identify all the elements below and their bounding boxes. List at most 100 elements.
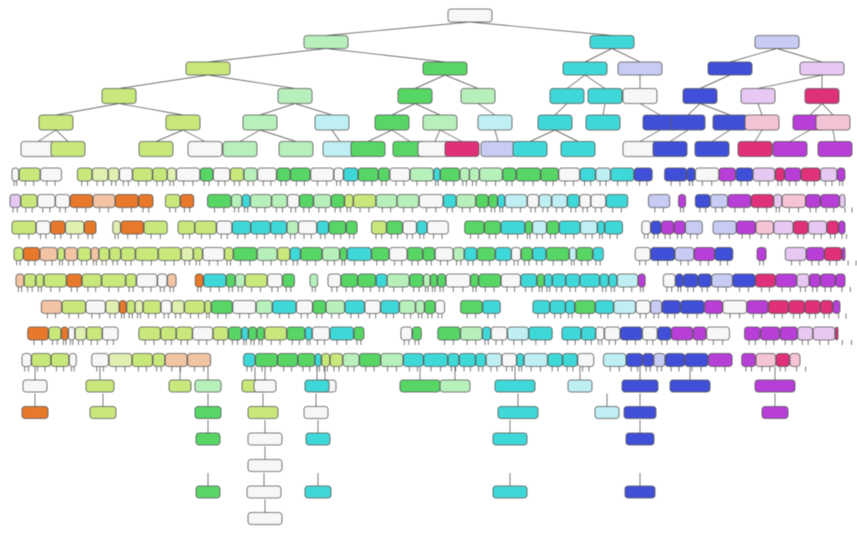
tree-leaf-node xyxy=(741,353,756,367)
tree-leaf-node xyxy=(84,220,97,235)
tree-leaf-node xyxy=(406,247,423,261)
tree-leaf-node xyxy=(388,247,408,261)
tree-leaf-node xyxy=(81,273,102,288)
tree-leaf-node xyxy=(271,194,288,208)
tree-leaf-node xyxy=(482,326,492,341)
tree-leaf-node xyxy=(40,300,62,314)
tree-leaf-node xyxy=(544,273,553,288)
tree-leaf-node xyxy=(511,247,522,261)
tree-leaf-node xyxy=(102,326,119,341)
tree-leaf-node xyxy=(641,220,651,235)
tree-leaf-node xyxy=(623,406,657,419)
tree-leaf-node xyxy=(551,194,568,208)
tree-node xyxy=(187,141,223,157)
tree-leaf-node xyxy=(9,194,21,208)
tree-leaf-node xyxy=(796,273,810,288)
tree-leaf-node xyxy=(744,326,761,341)
tree-leaf-node xyxy=(109,247,121,261)
tree-leaf-node xyxy=(580,220,598,235)
tree-leaf-node xyxy=(577,353,595,367)
tree-leaf-node xyxy=(402,220,417,235)
tree-leaf-node xyxy=(192,326,214,341)
tree-leaf-node xyxy=(303,406,329,419)
tree-leaf-node xyxy=(528,326,553,341)
tree-leaf-node xyxy=(479,167,503,182)
tree-leaf-node xyxy=(536,273,545,288)
tree-leaf-node xyxy=(475,353,487,367)
tree-leaf-node xyxy=(135,247,159,261)
tree-node xyxy=(422,61,468,76)
tree-leaf-node xyxy=(225,273,236,288)
tree-leaf-node xyxy=(841,247,846,261)
tree-leaf-node xyxy=(246,485,282,499)
tree-leaf-node xyxy=(594,406,620,419)
tree-leaf-node xyxy=(77,247,91,261)
tree-leaf-node xyxy=(773,194,783,208)
tree-leaf-node xyxy=(784,167,802,182)
tree-leaf-node xyxy=(243,353,256,367)
tree-edge xyxy=(439,129,463,142)
tree-leaf-node xyxy=(255,300,273,314)
tree-leaf-node xyxy=(166,273,177,288)
tree-edge xyxy=(584,48,613,63)
tree-edge xyxy=(118,103,184,116)
tree-leaf-node xyxy=(15,273,25,288)
tree-leaf-node xyxy=(327,273,342,288)
tree-leaf-node xyxy=(755,353,777,367)
tree-leaf-node xyxy=(820,300,833,314)
tree-leaf-node xyxy=(66,273,83,288)
tree-leaf-node xyxy=(328,220,347,235)
tree-leaf-node xyxy=(105,300,120,314)
tree-leaf-node xyxy=(722,300,748,314)
tree-edge xyxy=(239,129,261,142)
tree-edge xyxy=(494,129,499,142)
tree-leaf-node xyxy=(711,273,733,288)
tree-leaf-node xyxy=(838,220,846,235)
tree-leaf-node xyxy=(500,220,526,235)
tree-leaf-node xyxy=(344,194,354,208)
tree-leaf-node xyxy=(244,273,268,288)
tree-leaf-node xyxy=(235,273,246,288)
tree-leaf-node xyxy=(680,300,705,314)
tree-leaf-node xyxy=(812,326,836,341)
tree-edge xyxy=(414,74,446,89)
tree-leaf-node xyxy=(497,194,506,208)
tree-edge xyxy=(554,129,579,142)
tree-leaf-node xyxy=(610,167,635,182)
tree-leaf-node xyxy=(287,194,300,208)
tree-leaf-node xyxy=(21,406,49,419)
tree-leaf-node xyxy=(57,247,65,261)
tree-leaf-node xyxy=(565,300,576,314)
tree-node xyxy=(804,88,840,104)
tree-leaf-node xyxy=(637,273,646,288)
tree-leaf-node xyxy=(662,273,676,288)
tree-leaf-node xyxy=(416,220,428,235)
tree-leaf-node xyxy=(820,167,838,182)
tree-leaf-node xyxy=(175,326,193,341)
tree-leaf-node xyxy=(439,379,471,393)
tree-node xyxy=(587,88,623,104)
tree-leaf-node xyxy=(516,353,524,367)
tree-leaf-node xyxy=(604,220,623,235)
tree-node xyxy=(277,88,313,104)
tree-leaf-node xyxy=(685,220,703,235)
tree-leaf-node xyxy=(321,353,331,367)
tree-leaf-node xyxy=(314,353,322,367)
tree-edge xyxy=(809,103,823,116)
tree-leaf-node xyxy=(40,167,62,182)
tree-leaf-node xyxy=(310,167,334,182)
tree-leaf-node xyxy=(806,247,825,261)
tree-leaf-node xyxy=(300,247,323,261)
tree-leaf-node xyxy=(635,300,651,314)
tree-leaf-node xyxy=(187,353,212,367)
tree-leaf-node xyxy=(132,167,153,182)
tree-leaf-node xyxy=(484,220,501,235)
tree-leaf-node xyxy=(61,326,69,341)
tree-leaf-node xyxy=(547,353,563,367)
tree-leaf-node xyxy=(424,300,436,314)
tree-leaf-node xyxy=(616,273,639,288)
tree-leaf-node xyxy=(61,300,86,314)
tree-leaf-node xyxy=(678,194,686,208)
tree-leaf-node xyxy=(661,220,675,235)
tree-leaf-node xyxy=(464,220,485,235)
